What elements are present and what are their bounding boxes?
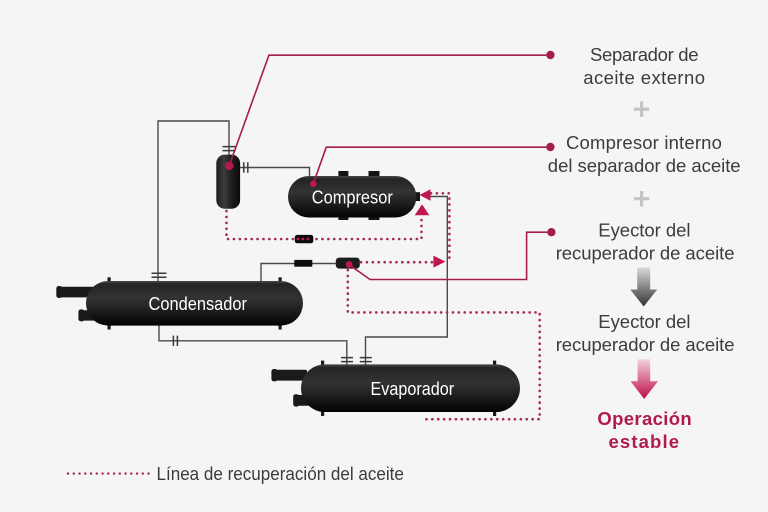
svg-text:recuperador de aceite: recuperador de aceite [556,243,735,264]
svg-text:Separador de: Separador de [590,44,699,65]
svg-text:del separador de aceite: del separador de aceite [548,155,741,176]
svg-text:Eyector del: Eyector del [598,311,690,332]
svg-text:Línea de recuperación del acei: Línea de recuperación del aceite [157,464,404,484]
svg-text:aceite externo: aceite externo [583,67,705,88]
svg-text:Operación: Operación [597,408,691,429]
svg-text:recuperador de aceite: recuperador de aceite [556,334,735,355]
svg-text:estable: estable [609,431,680,452]
svg-text:Condensador: Condensador [149,294,248,314]
svg-text:Compresor: Compresor [312,188,393,208]
svg-text:Evaporador: Evaporador [371,379,455,399]
svg-text:Eyector del: Eyector del [598,220,690,241]
svg-text:Compresor interno: Compresor interno [566,132,722,153]
